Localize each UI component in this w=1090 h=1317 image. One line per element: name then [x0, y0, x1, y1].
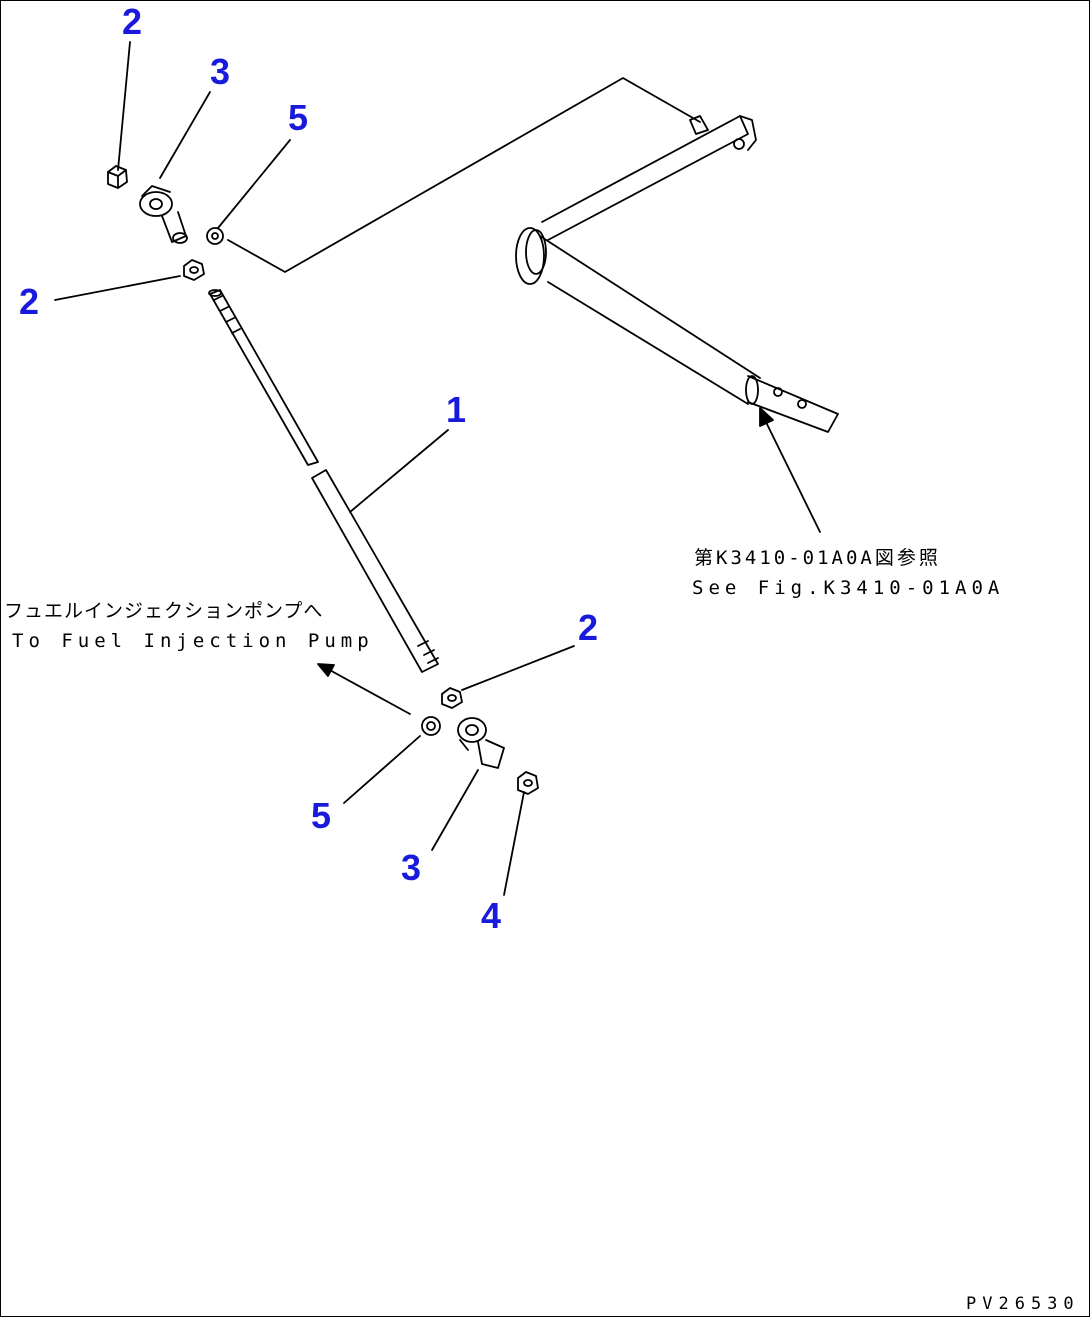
nut-part-4: [517, 771, 539, 795]
rod-part-1: [208, 289, 439, 673]
nut-lower: [441, 687, 463, 709]
note-fuel-pump-jp: フュエルインジェクションポンプへ: [4, 600, 324, 622]
note-fuel-pump-en: To Fuel Injection Pump: [12, 630, 374, 652]
leader-lines: [54, 41, 575, 896]
callout-3-lower: 3: [400, 847, 422, 888]
callout-1-rod: 1: [445, 389, 467, 430]
callout-5-upper: 5: [287, 97, 309, 138]
washer-lower: [421, 716, 441, 736]
control-link-line: [227, 77, 701, 273]
callout-5-lower: 5: [310, 795, 332, 836]
callout-2-upper-left: 2: [121, 1, 143, 42]
pump-arrow: [317, 663, 411, 715]
callout-2-lower: 2: [577, 607, 599, 648]
rod-end-upper: [139, 185, 188, 244]
see-fig-arrow: [759, 407, 821, 533]
rod-end-lower: [457, 717, 505, 769]
lever-shaft-assembly: [515, 115, 839, 433]
note-see-fig-jp: 第K3410-01A0A図参照: [694, 547, 941, 569]
drawing-code: PV26530: [966, 1294, 1080, 1314]
nut-upper-left: [107, 165, 128, 189]
note-see-fig-en: See Fig.K3410-01A0A: [692, 577, 1005, 599]
callout-4: 4: [480, 895, 502, 936]
washer-upper: [206, 227, 224, 245]
callout-3-upper: 3: [209, 51, 231, 92]
nut-upper-right: [183, 259, 205, 281]
callout-2-left: 2: [18, 281, 40, 322]
